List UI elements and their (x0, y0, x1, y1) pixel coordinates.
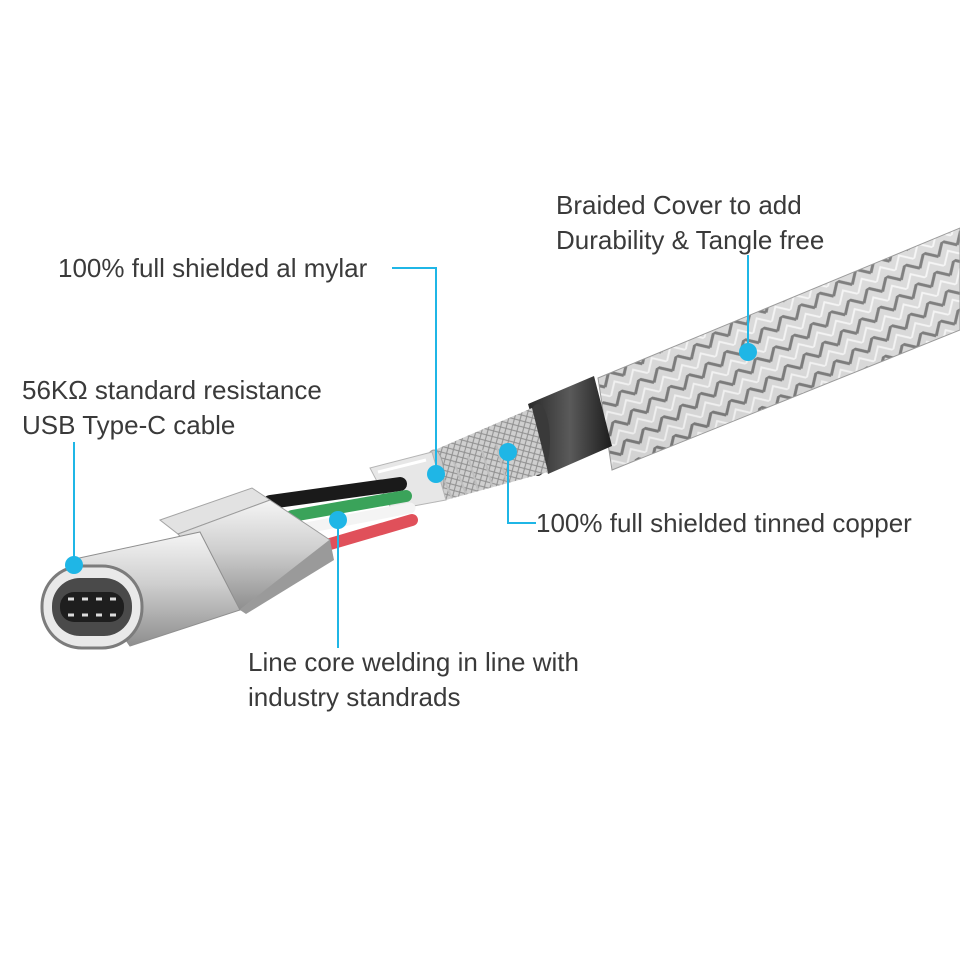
callout-resistance: 56KΩ standard resistance USB Type-C cabl… (22, 373, 322, 443)
callout-tinned-copper: 100% full shielded tinned copper (536, 506, 912, 541)
inner-wires (263, 477, 418, 550)
callout-braided-cover: Braided Cover to add Durability & Tangle… (556, 188, 824, 258)
leader-tinned-copper (507, 452, 536, 524)
callout-leaders (73, 255, 749, 648)
callout-resistance-line2: USB Type-C cable (22, 410, 236, 440)
callout-braided-cover-line2: Durability & Tangle free (556, 225, 825, 255)
dot-resistance (65, 556, 83, 574)
dot-line-core (329, 511, 347, 529)
callout-line-core-line1: Line core welding in line with (248, 647, 579, 677)
dot-braided-cover (739, 343, 757, 361)
dot-al-mylar (427, 465, 445, 483)
dot-tinned-copper (499, 443, 517, 461)
callout-tinned-copper-text: 100% full shielded tinned copper (536, 508, 912, 538)
callout-dots (65, 343, 757, 574)
callout-line-core-line2: industry standrads (248, 682, 461, 712)
callout-braided-cover-line1: Braided Cover to add (556, 190, 802, 220)
callout-al-mylar: 100% full shielded al mylar (58, 251, 367, 286)
callout-resistance-line1: 56KΩ standard resistance (22, 375, 322, 405)
connector-housing (69, 487, 334, 647)
usb-c-plug-face (40, 564, 144, 650)
callout-line-core: Line core welding in line with industry … (248, 645, 579, 715)
callout-al-mylar-text: 100% full shielded al mylar (58, 253, 368, 283)
leader-al-mylar (392, 267, 437, 472)
